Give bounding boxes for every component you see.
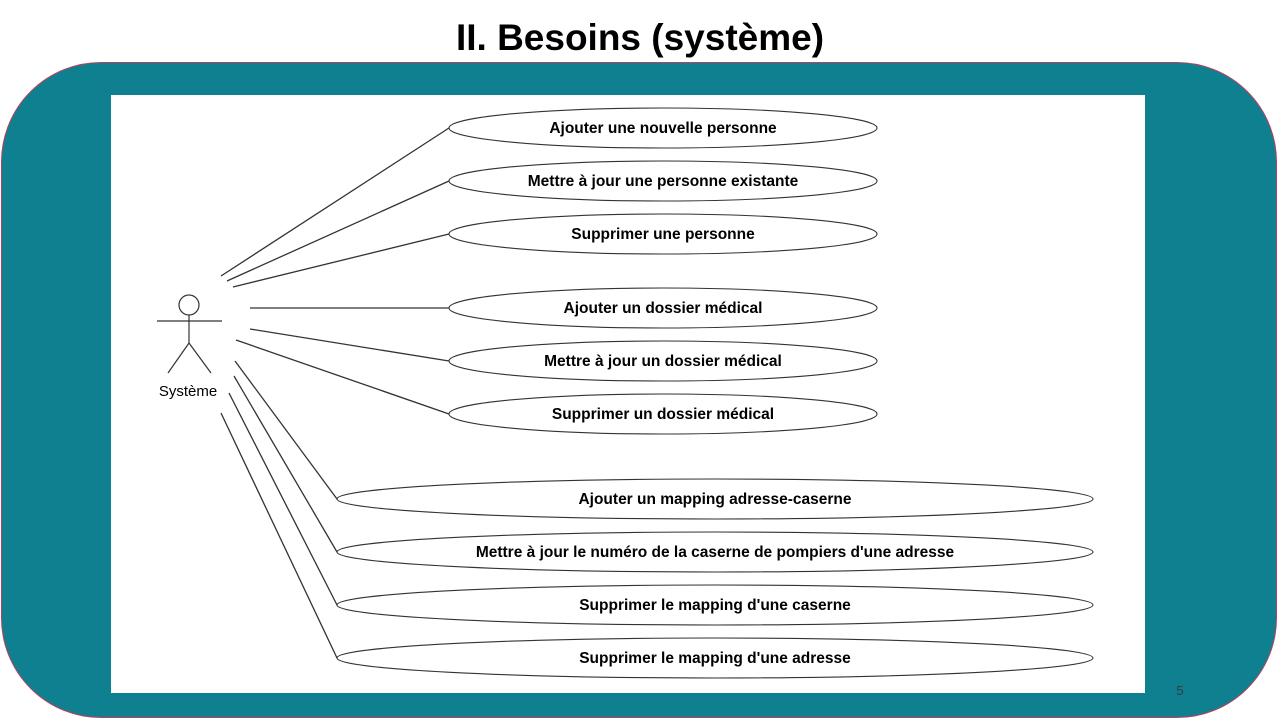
use-case[interactable]: Ajouter une nouvelle personne	[448, 107, 878, 149]
use-case-label: Supprimer un dossier médical	[552, 406, 774, 423]
stick-figure-actor-icon	[157, 294, 222, 374]
use-case[interactable]: Ajouter un mapping adresse-caserne	[336, 478, 1094, 520]
use-case-ellipse[interactable]	[448, 160, 878, 202]
use-case-ellipse[interactable]	[448, 393, 878, 435]
use-case-ellipse[interactable]	[448, 107, 878, 149]
page-number: 5	[1176, 683, 1184, 698]
association-line	[235, 339, 450, 415]
use-case-ellipse[interactable]	[448, 340, 878, 382]
actor: Système	[157, 294, 222, 400]
use-case-label: Ajouter un dossier médical	[564, 300, 763, 317]
association-line	[232, 233, 450, 288]
association-line	[249, 328, 450, 362]
slide-title: II. Besoins (système)	[455, 17, 825, 58]
association-lines	[220, 127, 450, 659]
use-case[interactable]: Supprimer le mapping d'une adresse	[336, 637, 1094, 679]
use-case-label: Supprimer le mapping d'une caserne	[579, 597, 851, 614]
use-case[interactable]: Mettre à jour un dossier médical	[448, 340, 878, 382]
use-case-label: Supprimer le mapping d'une adresse	[579, 650, 851, 667]
association-line	[220, 127, 450, 277]
use-case-ellipse[interactable]	[336, 531, 1094, 573]
association-line	[220, 412, 338, 659]
use-case-label: Ajouter une nouvelle personne	[549, 120, 777, 137]
use-case-label: Mettre à jour une personne existante	[528, 173, 799, 190]
use-case-ellipse[interactable]	[336, 637, 1094, 679]
use-case[interactable]: Ajouter un dossier médical	[448, 287, 878, 329]
use-case-label: Mettre à jour le numéro de la caserne de…	[476, 544, 955, 561]
use-case-ellipse[interactable]	[448, 287, 878, 329]
use-case[interactable]: Supprimer une personne	[448, 213, 878, 255]
use-case-ellipse[interactable]	[336, 478, 1094, 520]
use-case[interactable]: Supprimer un dossier médical	[448, 393, 878, 435]
use-case-label: Mettre à jour un dossier médical	[544, 353, 782, 370]
use-case[interactable]: Mettre à jour une personne existante	[448, 160, 878, 202]
use-case-ellipse[interactable]	[336, 584, 1094, 626]
association-line	[226, 180, 450, 282]
actor-label: Système	[159, 383, 217, 400]
use-case[interactable]: Mettre à jour le numéro de la caserne de…	[336, 531, 1094, 573]
use-case-label: Supprimer une personne	[571, 226, 755, 243]
association-line	[233, 375, 338, 553]
association-line	[234, 360, 338, 500]
use-case[interactable]: Supprimer le mapping d'une caserne	[336, 584, 1094, 626]
use-case-ellipse[interactable]	[448, 213, 878, 255]
association-line	[228, 392, 338, 606]
use-case-label: Ajouter un mapping adresse-caserne	[578, 491, 851, 508]
